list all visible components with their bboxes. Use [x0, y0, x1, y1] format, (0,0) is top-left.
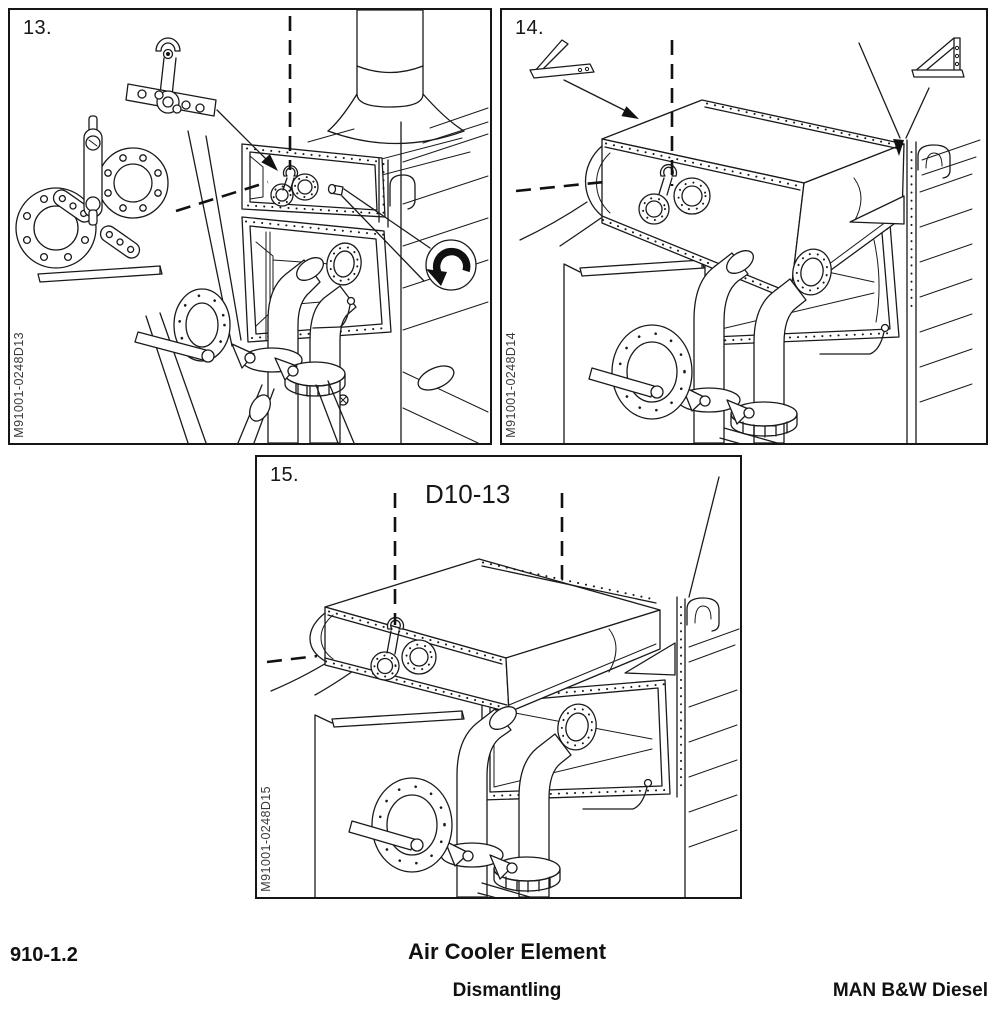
- air-cooler-drawing-step13: [15, 10, 489, 443]
- lifting-tool: [125, 37, 217, 117]
- rotate-direction-detail: [341, 188, 477, 291]
- cooling-water-pipes: [348, 703, 653, 897]
- lifting-shackle-on-flange: [270, 165, 319, 207]
- bracket-arrowhead-right: [893, 139, 904, 156]
- hoist-centerlines: [175, 16, 292, 213]
- cooling-water-pipes: [588, 248, 890, 443]
- tool-reference-callout: D10-13: [425, 479, 511, 509]
- figure-code: M91001-0248D14: [504, 332, 518, 438]
- cover-screw: [327, 183, 344, 196]
- hoist-centerlines: [515, 40, 674, 193]
- mounting-column: [624, 597, 720, 788]
- pointer-arrow: [216, 109, 278, 171]
- figure-number: 14.: [515, 17, 545, 39]
- bracket-arrow-lines-right: [858, 42, 930, 139]
- support-bracket-right: [911, 37, 965, 78]
- exhaust-pipe: [307, 10, 471, 177]
- footer-section-number: 910-1.2: [10, 944, 78, 966]
- flange-a-boltholes: [104, 154, 162, 212]
- figure-code: M91001-0248D15: [259, 786, 273, 892]
- footer-title: Air Cooler Element: [407, 939, 607, 964]
- figure-number: 13.: [23, 17, 53, 39]
- engine-wall: [676, 476, 740, 897]
- figure-code: M91001-0248D13: [12, 332, 26, 438]
- engine-wall: [906, 139, 981, 443]
- bracket-arrow-line-left: [563, 79, 631, 114]
- figure-number: 15.: [270, 464, 300, 486]
- figure-panel-14: 14. M91001-0248D14: [500, 8, 988, 445]
- flange-pair-with-link: [15, 115, 169, 269]
- figure-panel-15: 15. D10-13 M91001-0248D15: [255, 455, 742, 899]
- mounting-column: [849, 144, 951, 311]
- cooling-water-pipes: [134, 242, 362, 443]
- support-bracket-left: [529, 39, 595, 79]
- engine-frame-left: [519, 201, 705, 443]
- engine-frame-left: [270, 652, 465, 897]
- air-cooler-drawing-step15: [266, 476, 740, 897]
- hoist-centerlines: [266, 493, 564, 664]
- footer-company: MAN B&W Diesel: [832, 980, 988, 1001]
- air-cooler-drawing-step14: [515, 37, 981, 443]
- bracket-arrowhead-left: [621, 106, 639, 119]
- rotation-arrowhead: [426, 269, 447, 286]
- figure-panel-13: 13. M91001-0248D13: [8, 8, 492, 445]
- air-cooler-element-box: [309, 558, 661, 713]
- footer-subtitle: Dismantling: [452, 980, 562, 1001]
- shackle-icon: [386, 616, 405, 630]
